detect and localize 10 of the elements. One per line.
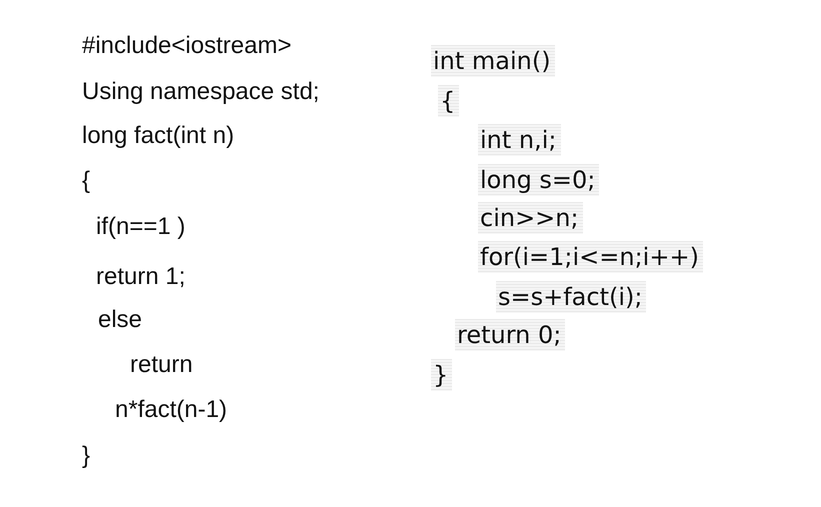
code-line: if(n==1 ) <box>96 215 186 239</box>
code-line: } <box>82 444 90 468</box>
code-line: return <box>130 353 193 377</box>
code-line: Using namespace std; <box>82 80 320 104</box>
code-line: #include<iostream> <box>82 34 292 58</box>
code-line: { <box>82 169 90 193</box>
code-line: else <box>98 308 142 332</box>
code-line: long fact(int n) <box>82 124 234 148</box>
code-line: n*fact(n-1) <box>115 398 228 422</box>
code-line: return 1; <box>96 265 186 289</box>
